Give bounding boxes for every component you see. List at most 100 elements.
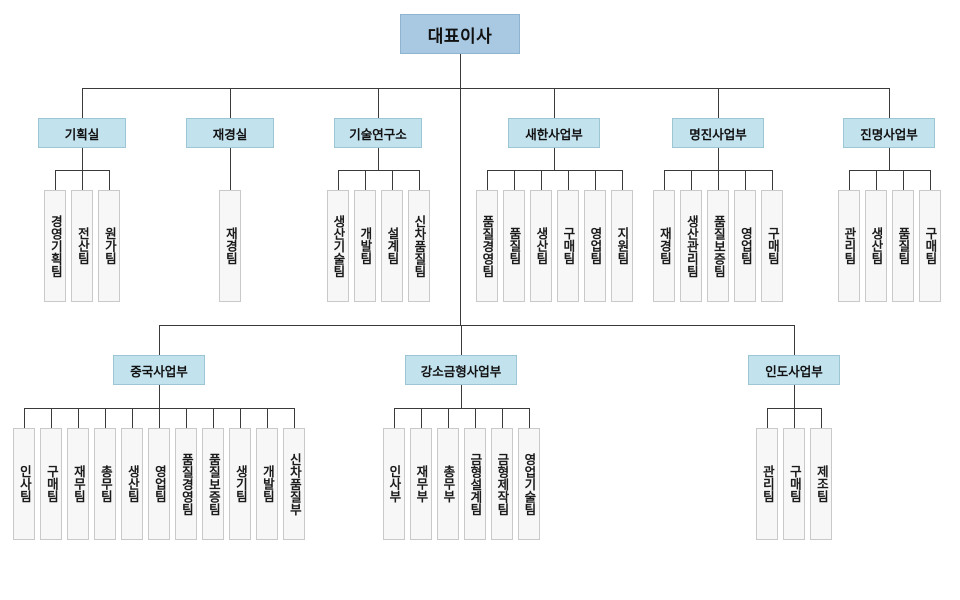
root-node-ceo[interactable]: 대표이사 — [400, 14, 520, 54]
tier1-child-drop-4-1 — [691, 170, 692, 190]
tier1-stem-line-5 — [889, 148, 890, 170]
team-node-t2-0-7[interactable]: 품질보증팀 — [202, 428, 224, 540]
tier1-child-drop-3-3 — [567, 170, 569, 190]
division-node-t1-3-label: 새한사업부 — [525, 126, 583, 142]
tier2-child-bus-line-1 — [393, 408, 529, 409]
team-node-t1-3-5[interactable]: 지원팀 — [610, 190, 633, 302]
team-node-t1-3-5-label: 지원팀 — [614, 227, 630, 265]
team-node-t2-0-3[interactable]: 총무팀 — [94, 428, 116, 540]
team-node-t1-3-4-label: 영업팀 — [587, 227, 603, 265]
tier1-drop-line-0 — [82, 88, 83, 118]
division-node-t1-1[interactable]: 재경실 — [186, 118, 274, 148]
team-node-t2-1-1[interactable]: 재무부 — [409, 428, 432, 540]
team-node-t2-2-2[interactable]: 제조팀 — [810, 428, 832, 540]
tier2-child-drop-2-0 — [767, 408, 768, 428]
team-node-t2-0-0-label: 인사팀 — [17, 465, 33, 503]
tier1-child-drop-3-4 — [594, 170, 596, 190]
tier2-drop-line-0 — [159, 325, 160, 355]
team-node-t1-2-0[interactable]: 생산기술팀 — [326, 190, 349, 302]
tier2-child-drop-0-9 — [267, 408, 268, 428]
team-node-t1-1-0-label: 재경팀 — [223, 227, 239, 265]
team-node-t1-4-0[interactable]: 재경팀 — [653, 190, 675, 302]
team-node-t2-1-0[interactable]: 인사부 — [382, 428, 405, 540]
team-node-t1-3-3[interactable]: 구매팀 — [556, 190, 579, 302]
team-node-t1-4-1[interactable]: 생산관리팀 — [680, 190, 702, 302]
team-node-t1-2-3[interactable]: 신차품질팀 — [407, 190, 430, 302]
team-node-t2-1-4-label: 금형제작팀 — [494, 452, 510, 516]
team-node-t1-5-3[interactable]: 구매팀 — [918, 190, 941, 302]
tier1-child-bus-line-2 — [337, 170, 419, 171]
team-node-t2-0-4-label: 생산팀 — [125, 465, 141, 503]
team-node-t2-0-9[interactable]: 개발팀 — [256, 428, 278, 540]
team-node-t2-0-6[interactable]: 품질경영팀 — [175, 428, 197, 540]
tier2-child-drop-0-3 — [105, 408, 106, 428]
tier1-child-drop-1-0 — [230, 170, 231, 190]
division-node-t2-0[interactable]: 중국사업부 — [113, 355, 205, 385]
tier1-child-drop-5-3 — [929, 170, 931, 190]
team-node-t1-3-0[interactable]: 품질경영팀 — [475, 190, 498, 302]
team-node-t2-0-1[interactable]: 구매팀 — [40, 428, 62, 540]
division-node-t1-4-label: 명진사업부 — [689, 126, 747, 142]
tier1-stem-line-3 — [554, 148, 555, 170]
team-node-t2-0-10-label: 신차품질부 — [287, 452, 303, 516]
team-node-t1-5-3-label: 구매팀 — [922, 227, 938, 265]
team-node-t1-3-2[interactable]: 생산팀 — [529, 190, 552, 302]
team-node-t1-4-4[interactable]: 구매팀 — [761, 190, 783, 302]
tier1-drop-line-4 — [718, 88, 719, 118]
tier2-child-drop-1-5 — [528, 408, 530, 428]
team-node-t1-0-2[interactable]: 원가팀 — [98, 190, 120, 302]
division-node-t1-3[interactable]: 새한사업부 — [508, 118, 600, 148]
division-node-t2-2[interactable]: 인도사업부 — [748, 355, 840, 385]
team-node-t1-2-2[interactable]: 설계팀 — [380, 190, 403, 302]
team-node-t2-0-10[interactable]: 신차품질부 — [283, 428, 305, 540]
division-node-t1-4[interactable]: 명진사업부 — [672, 118, 764, 148]
team-node-t1-5-1-label: 생산팀 — [868, 227, 884, 265]
team-node-t2-2-1[interactable]: 구매팀 — [783, 428, 805, 540]
team-node-t2-1-4[interactable]: 금형제작팀 — [490, 428, 513, 540]
team-node-t2-1-3[interactable]: 금형설계팀 — [463, 428, 486, 540]
team-node-t1-0-1-label: 전산팀 — [75, 227, 91, 265]
team-node-t2-0-0[interactable]: 인사팀 — [13, 428, 35, 540]
team-node-t1-5-1[interactable]: 생산팀 — [864, 190, 887, 302]
team-node-t2-2-0-label: 관리팀 — [760, 465, 776, 503]
team-node-t1-4-2[interactable]: 품질보증팀 — [707, 190, 729, 302]
tier2-child-drop-0-5 — [159, 408, 160, 428]
division-node-t1-0-label: 기획실 — [64, 126, 100, 142]
team-node-t1-0-0[interactable]: 경영기획팀 — [44, 190, 66, 302]
root-node-ceo-label: 대표이사 — [427, 26, 493, 47]
root-trunk-line — [460, 54, 461, 325]
division-node-t1-2[interactable]: 기술연구소 — [334, 118, 422, 148]
team-node-t2-0-2[interactable]: 재무팀 — [67, 428, 89, 540]
tier2-drop-line-1 — [461, 325, 462, 355]
team-node-t2-0-8[interactable]: 생기팀 — [229, 428, 251, 540]
team-node-t1-0-1[interactable]: 전산팀 — [71, 190, 93, 302]
team-node-t2-0-2-label: 재무팀 — [71, 465, 87, 503]
team-node-t1-3-4[interactable]: 영업팀 — [583, 190, 606, 302]
tier2-child-drop-0-6 — [186, 408, 187, 428]
team-node-t1-3-1[interactable]: 품질팀 — [502, 190, 525, 302]
tier2-drop-line-2 — [794, 325, 795, 355]
team-node-t2-2-1-label: 구매팀 — [787, 465, 803, 503]
team-node-t1-4-3[interactable]: 영업팀 — [734, 190, 756, 302]
team-node-t2-1-5-label: 영업기술팀 — [521, 452, 537, 516]
team-node-t1-2-1[interactable]: 개발팀 — [353, 190, 376, 302]
team-node-t1-1-0[interactable]: 재경팀 — [219, 190, 241, 302]
team-node-t2-0-4[interactable]: 생산팀 — [121, 428, 143, 540]
tier1-child-drop-3-2 — [540, 170, 542, 190]
tier2-child-drop-0-4 — [132, 408, 133, 428]
division-node-t2-1[interactable]: 강소금형사업부 — [405, 355, 517, 385]
team-node-t1-5-0[interactable]: 관리팀 — [837, 190, 860, 302]
tier1-child-drop-0-0 — [55, 170, 56, 190]
team-node-t2-1-2[interactable]: 총무부 — [436, 428, 459, 540]
team-node-t2-2-0[interactable]: 관리팀 — [756, 428, 778, 540]
division-node-t1-5[interactable]: 진명사업부 — [843, 118, 935, 148]
team-node-t2-1-5[interactable]: 영업기술팀 — [517, 428, 540, 540]
team-node-t1-5-2[interactable]: 품질팀 — [891, 190, 914, 302]
team-node-t1-3-1-label: 품질팀 — [506, 227, 522, 265]
team-node-t2-0-5[interactable]: 영업팀 — [148, 428, 170, 540]
division-node-t1-0[interactable]: 기획실 — [38, 118, 126, 148]
tier2-child-drop-1-2 — [447, 408, 449, 428]
division-node-t1-1-label: 재경실 — [212, 126, 248, 142]
team-node-t1-4-2-label: 품질보증팀 — [711, 214, 727, 278]
